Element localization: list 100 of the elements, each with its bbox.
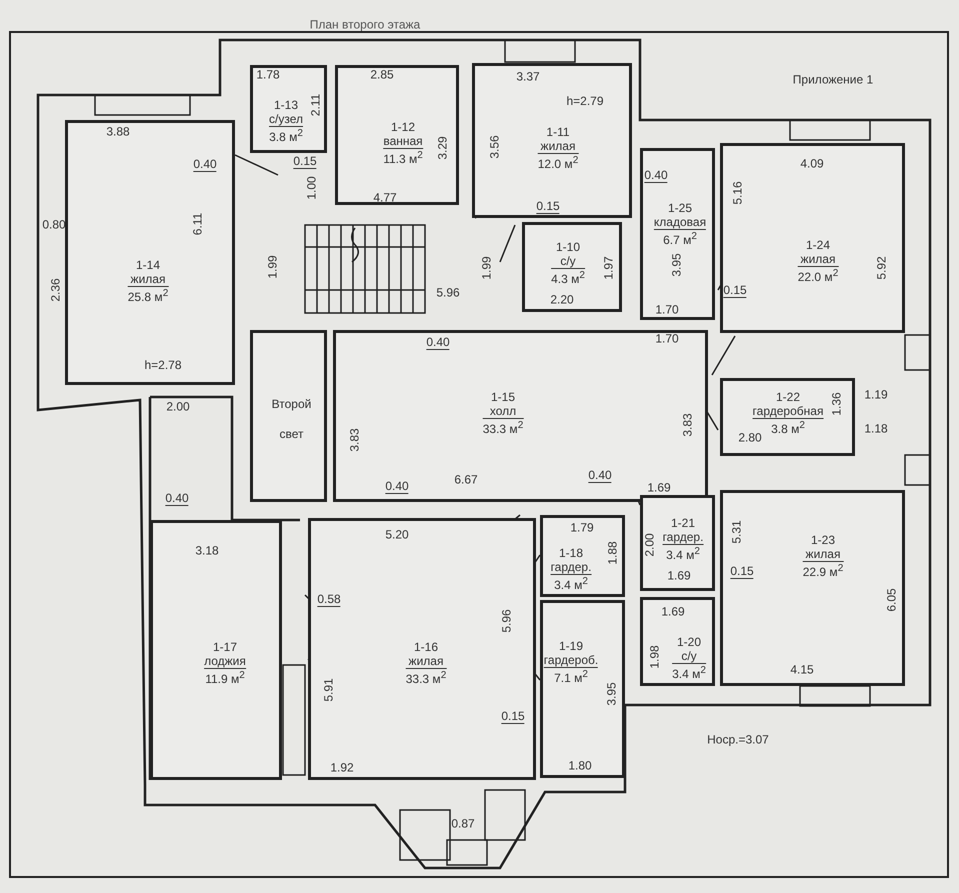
room-area: 33.3 м$^{2}$ bbox=[482, 419, 524, 436]
dimension-label: 1.78 bbox=[256, 68, 280, 82]
room-area: 7.1 м$^{2}$ bbox=[544, 668, 598, 685]
room-name: ванная bbox=[383, 134, 423, 149]
dimension-label: 5.31 bbox=[730, 520, 744, 544]
dimension-label: 1.70 bbox=[655, 304, 679, 316]
room-outline bbox=[640, 597, 715, 686]
room-outline bbox=[308, 518, 536, 780]
dimension-label: 1.69 bbox=[647, 482, 671, 494]
room-name: гардероб. bbox=[544, 653, 598, 668]
room-name: гардер. bbox=[662, 530, 704, 545]
dimension-label: 1.19 bbox=[864, 388, 888, 402]
room-area: 3.4 м$^{2}$ bbox=[672, 664, 706, 681]
wall-thickness-label: 0.40 bbox=[588, 469, 612, 483]
dimension-label: 3.95 bbox=[670, 253, 684, 277]
dimension-label: 2.00 bbox=[166, 400, 190, 414]
dimension-label: 2.20 bbox=[550, 294, 574, 306]
room-area: 22.0 м$^{2}$ bbox=[798, 267, 838, 284]
room-outline bbox=[333, 330, 708, 502]
ceiling-height: h=2.78 bbox=[144, 358, 182, 372]
room-name: жилая bbox=[128, 272, 168, 287]
room-outline bbox=[720, 143, 905, 333]
room-outline bbox=[540, 515, 625, 597]
room-outline bbox=[472, 63, 632, 218]
dimension-label: 1.70 bbox=[655, 332, 679, 346]
note-text: Носр.=3.07 bbox=[707, 734, 769, 746]
dimension-label: 1.36 bbox=[830, 392, 844, 416]
room-area: 3.4 м$^{2}$ bbox=[550, 575, 592, 592]
dimension-label: 1.92 bbox=[330, 762, 354, 774]
dimension-label: 1.98 bbox=[648, 645, 662, 669]
room-name: холл bbox=[482, 404, 524, 419]
wall-thickness-label: 0.15 bbox=[730, 565, 754, 579]
room-area: 4.3 м$^{2}$ bbox=[551, 269, 585, 286]
dimension-label: 5.16 bbox=[732, 181, 744, 205]
dimension-label: 2.00 bbox=[644, 533, 656, 557]
wall-thickness-label: 0.40 bbox=[385, 480, 409, 494]
room-name: с/узел bbox=[269, 112, 303, 127]
room-number: 1-10 bbox=[554, 240, 581, 254]
room-number: 1-19 bbox=[558, 639, 584, 653]
room-number: 1-23 bbox=[810, 533, 836, 547]
room-number: 1-14 bbox=[134, 258, 161, 272]
dimension-label: 5.96 bbox=[500, 609, 514, 633]
room-name: с/у bbox=[551, 254, 585, 269]
dimension-label: 2.36 bbox=[50, 278, 62, 302]
room-area: 3.4 м$^{2}$ bbox=[662, 545, 704, 562]
dimension-label: 3.88 bbox=[106, 126, 130, 138]
room-number: 1-22 bbox=[774, 390, 801, 404]
room-name: лоджия bbox=[204, 654, 246, 669]
room-name: жилая bbox=[798, 252, 838, 267]
dimension-label: 3.83 bbox=[682, 413, 694, 437]
dimension-label: 1.00 bbox=[306, 176, 318, 200]
wall-thickness-label: 0.40 bbox=[426, 336, 450, 350]
room-number: 1-12 bbox=[390, 120, 416, 134]
room-name: кладовая bbox=[654, 215, 706, 230]
room-name: жилая bbox=[406, 654, 446, 669]
dimension-label: 5.20 bbox=[385, 528, 409, 542]
room-area: 11.3 м$^{2}$ bbox=[383, 149, 423, 166]
dimension-label: 1.99 bbox=[480, 256, 494, 280]
room-number: 1-25 bbox=[666, 201, 694, 215]
room-area: 12.0 м$^{2}$ bbox=[538, 154, 578, 171]
room-area: 3.8 м$^{2}$ bbox=[269, 127, 303, 144]
dimension-label: 6.67 bbox=[454, 474, 478, 486]
dimension-label: 4.09 bbox=[800, 158, 824, 170]
room-name: жилая bbox=[802, 547, 844, 562]
dimension-label: 2.11 bbox=[310, 94, 322, 116]
dimension-label: 2.85 bbox=[370, 68, 394, 82]
dimension-label: 4.15 bbox=[790, 664, 814, 676]
wall-thickness-label: 0.40 bbox=[644, 169, 668, 183]
room-area: 33.3 м$^{2}$ bbox=[406, 669, 446, 686]
wall-thickness-label: 0.58 bbox=[317, 593, 341, 607]
room-name: жилая bbox=[538, 139, 578, 154]
room-number: 1-17 bbox=[212, 640, 238, 654]
room-number: 1-15 bbox=[490, 390, 516, 404]
dimension-label: 1.79 bbox=[570, 522, 594, 534]
dimension-label: 3.95 bbox=[606, 682, 618, 706]
room-number: 1-11 bbox=[545, 125, 571, 139]
dimension-label: 3.83 bbox=[348, 428, 362, 452]
plan-title: План второго этажа bbox=[310, 18, 420, 32]
note-text: Приложение 1 bbox=[792, 74, 874, 86]
dimension-label: 5.96 bbox=[436, 286, 460, 300]
dimension-label: 5.91 bbox=[322, 678, 336, 702]
dimension-label: 0.87 bbox=[451, 818, 475, 830]
room-number: 1-16 bbox=[412, 640, 439, 654]
dimension-label: 6.11 bbox=[192, 212, 204, 236]
room-name: гардеробная bbox=[752, 404, 824, 419]
ceiling-height: h=2.79 bbox=[566, 94, 604, 108]
dimension-label: 1.69 bbox=[667, 570, 691, 582]
room-number: 1-13 bbox=[272, 98, 299, 112]
wall-thickness-label: 0.40 bbox=[193, 158, 217, 172]
room-outline bbox=[522, 222, 622, 312]
wall-thickness-label: 0.15 bbox=[501, 710, 525, 724]
room-name: с/у bbox=[672, 649, 706, 664]
dimension-label: 1.88 bbox=[606, 541, 620, 565]
dimension-label: 1.99 bbox=[266, 255, 280, 279]
room-outline bbox=[540, 600, 625, 778]
room-outline bbox=[640, 495, 715, 591]
room-outline bbox=[150, 520, 282, 780]
room-area: 22.9 м$^{2}$ bbox=[802, 562, 844, 579]
wall-thickness-label: 0.15 bbox=[293, 155, 317, 169]
dimension-label: 6.05 bbox=[886, 588, 898, 612]
